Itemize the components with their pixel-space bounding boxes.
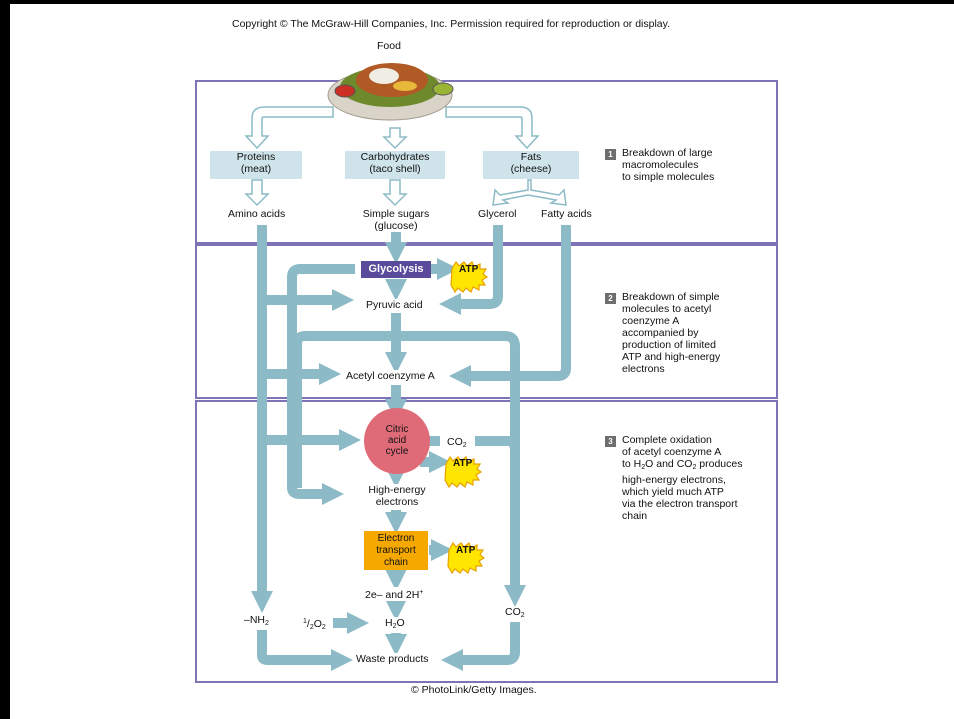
step-3-sub-2: 2	[692, 464, 697, 471]
step-3-number: 3	[605, 436, 616, 447]
photo-credit: © PhotoLink/Getty Images.	[411, 684, 537, 696]
fatty-acids-label: Fatty acids	[541, 208, 592, 220]
citric-line1: Citric	[385, 424, 409, 435]
citric-acid-cycle-label: Citric acid cycle	[372, 424, 422, 457]
atp-label-glycolysis: ATP	[459, 264, 479, 275]
electrons-hydrogen-label: 2e– and 2H+	[365, 587, 424, 601]
step-3-sub-1: 2	[641, 464, 646, 471]
half-o2-o: O	[313, 618, 322, 630]
step-3-text: Complete oxidation of acetyl coenzyme A …	[622, 434, 742, 522]
electrons-hydrogen-sup: +	[419, 589, 424, 596]
half-o2-slash: /	[306, 618, 310, 630]
etc-line1: Electron	[377, 533, 415, 544]
water-label: H2O	[385, 617, 405, 633]
panel-stage-3	[195, 400, 778, 683]
simple-sugars-label: Simple sugars (glucose)	[350, 208, 442, 232]
panel-stage-2	[195, 244, 778, 399]
carbohydrates-box: Carbohydrates (taco shell)	[345, 151, 445, 179]
co2-sub: 2	[462, 442, 467, 449]
high-energy-line1: High-energy	[368, 484, 426, 496]
step-1-text: Breakdown of large macromolecules to sim…	[622, 147, 715, 183]
step-3-text-c: produces high-energy electrons, which yi…	[622, 458, 743, 522]
step-1-number: 1	[605, 149, 616, 160]
electrons-hydrogen-text: 2e– and 2H	[365, 589, 420, 601]
half-o2-label: 1/2O2	[303, 616, 326, 634]
glycolysis-box: Glycolysis	[361, 261, 431, 278]
citric-circle	[364, 408, 430, 474]
etc-line2: transport	[376, 545, 416, 556]
co2-bottom-label: CO2	[505, 606, 525, 622]
simple-sugars-line2: (glucose)	[374, 220, 418, 232]
carbohydrates-source: (taco shell)	[369, 163, 421, 175]
etc-line3: chain	[384, 557, 408, 568]
fats-label: Fats	[520, 151, 542, 163]
co2-text: CO	[447, 436, 463, 448]
fats-box: Fats (cheese)	[483, 151, 579, 179]
left-border	[0, 0, 10, 719]
proteins-box: Proteins (meat)	[210, 151, 302, 179]
half-o2-o-sub: 2	[321, 624, 326, 631]
citric-line2: acid	[387, 435, 407, 446]
half-o2-sup: 1	[303, 618, 307, 625]
pyruvic-acid-label: Pyruvic acid	[366, 299, 423, 311]
high-energy-line2: electrons	[375, 496, 419, 508]
amino-acids-label: Amino acids	[228, 208, 286, 220]
atp-label-etc: ATP	[456, 545, 476, 556]
food-label: Food	[377, 40, 401, 52]
nh2-sub: 2	[265, 620, 269, 627]
high-energy-electrons-label: High-energy electrons	[355, 484, 439, 508]
carbohydrates-label: Carbohydrates	[360, 151, 430, 163]
simple-sugars-line1: Simple sugars	[362, 208, 430, 220]
proteins-source: (meat)	[240, 163, 272, 175]
glycerol-label: Glycerol	[478, 208, 517, 220]
step-3-text-a: Complete oxidation of acetyl coenzyme A …	[622, 434, 722, 470]
water-h: H	[385, 617, 393, 629]
citric-line3: cycle	[385, 446, 409, 457]
electron-transport-chain-box: Electron transport chain	[364, 531, 428, 570]
co2-bottom-text: CO	[505, 606, 521, 618]
water-sub: 2	[392, 623, 397, 630]
step-2-text: Breakdown of simple molecules to acetyl …	[622, 291, 721, 375]
fats-source: (cheese)	[510, 163, 552, 175]
nh2-text: –NH	[244, 614, 266, 626]
co2-label: CO2	[447, 436, 467, 452]
step-2-number: 2	[605, 293, 616, 304]
co2-bottom-sub: 2	[520, 612, 525, 619]
water-o: O	[396, 617, 405, 629]
half-o2-denominator: 2	[309, 624, 314, 631]
waste-products-label: Waste products	[356, 653, 429, 665]
proteins-label: Proteins	[236, 151, 276, 163]
acetyl-coa-label: Acetyl coenzyme A	[346, 370, 435, 382]
nh2-label: –NH2	[244, 614, 269, 630]
panel-stage-1	[195, 80, 778, 244]
copyright-notice: Copyright © The McGraw-Hill Companies, I…	[232, 18, 671, 30]
step-3-text-b: O and CO	[645, 458, 693, 470]
top-border	[0, 0, 954, 4]
atp-label-citric: ATP	[453, 458, 473, 469]
